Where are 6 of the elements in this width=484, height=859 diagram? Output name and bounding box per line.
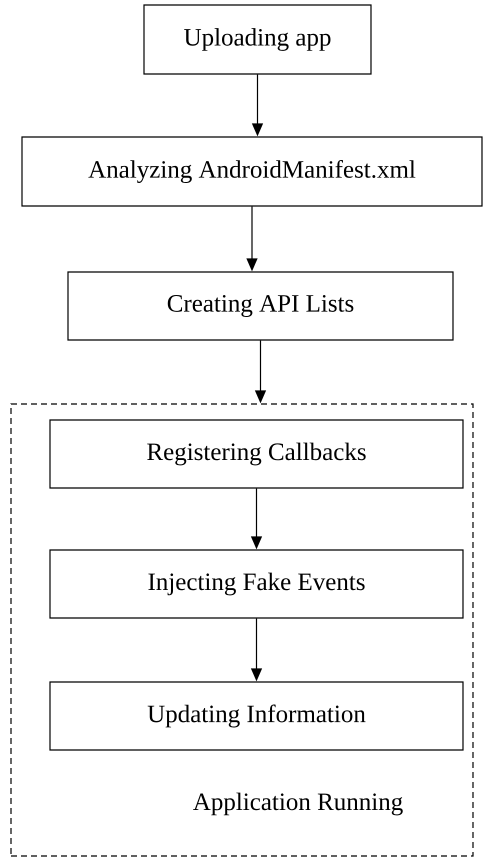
process-box: Creating API Lists [67,271,454,341]
process-box: Injecting Fake Events [49,549,464,619]
process-box: Registering Callbacks [49,419,464,489]
process-box: Uploading app [143,4,372,75]
process-box: Analyzing AndroidManifest.xml [21,136,483,207]
process-box: Updating Information [49,681,464,751]
